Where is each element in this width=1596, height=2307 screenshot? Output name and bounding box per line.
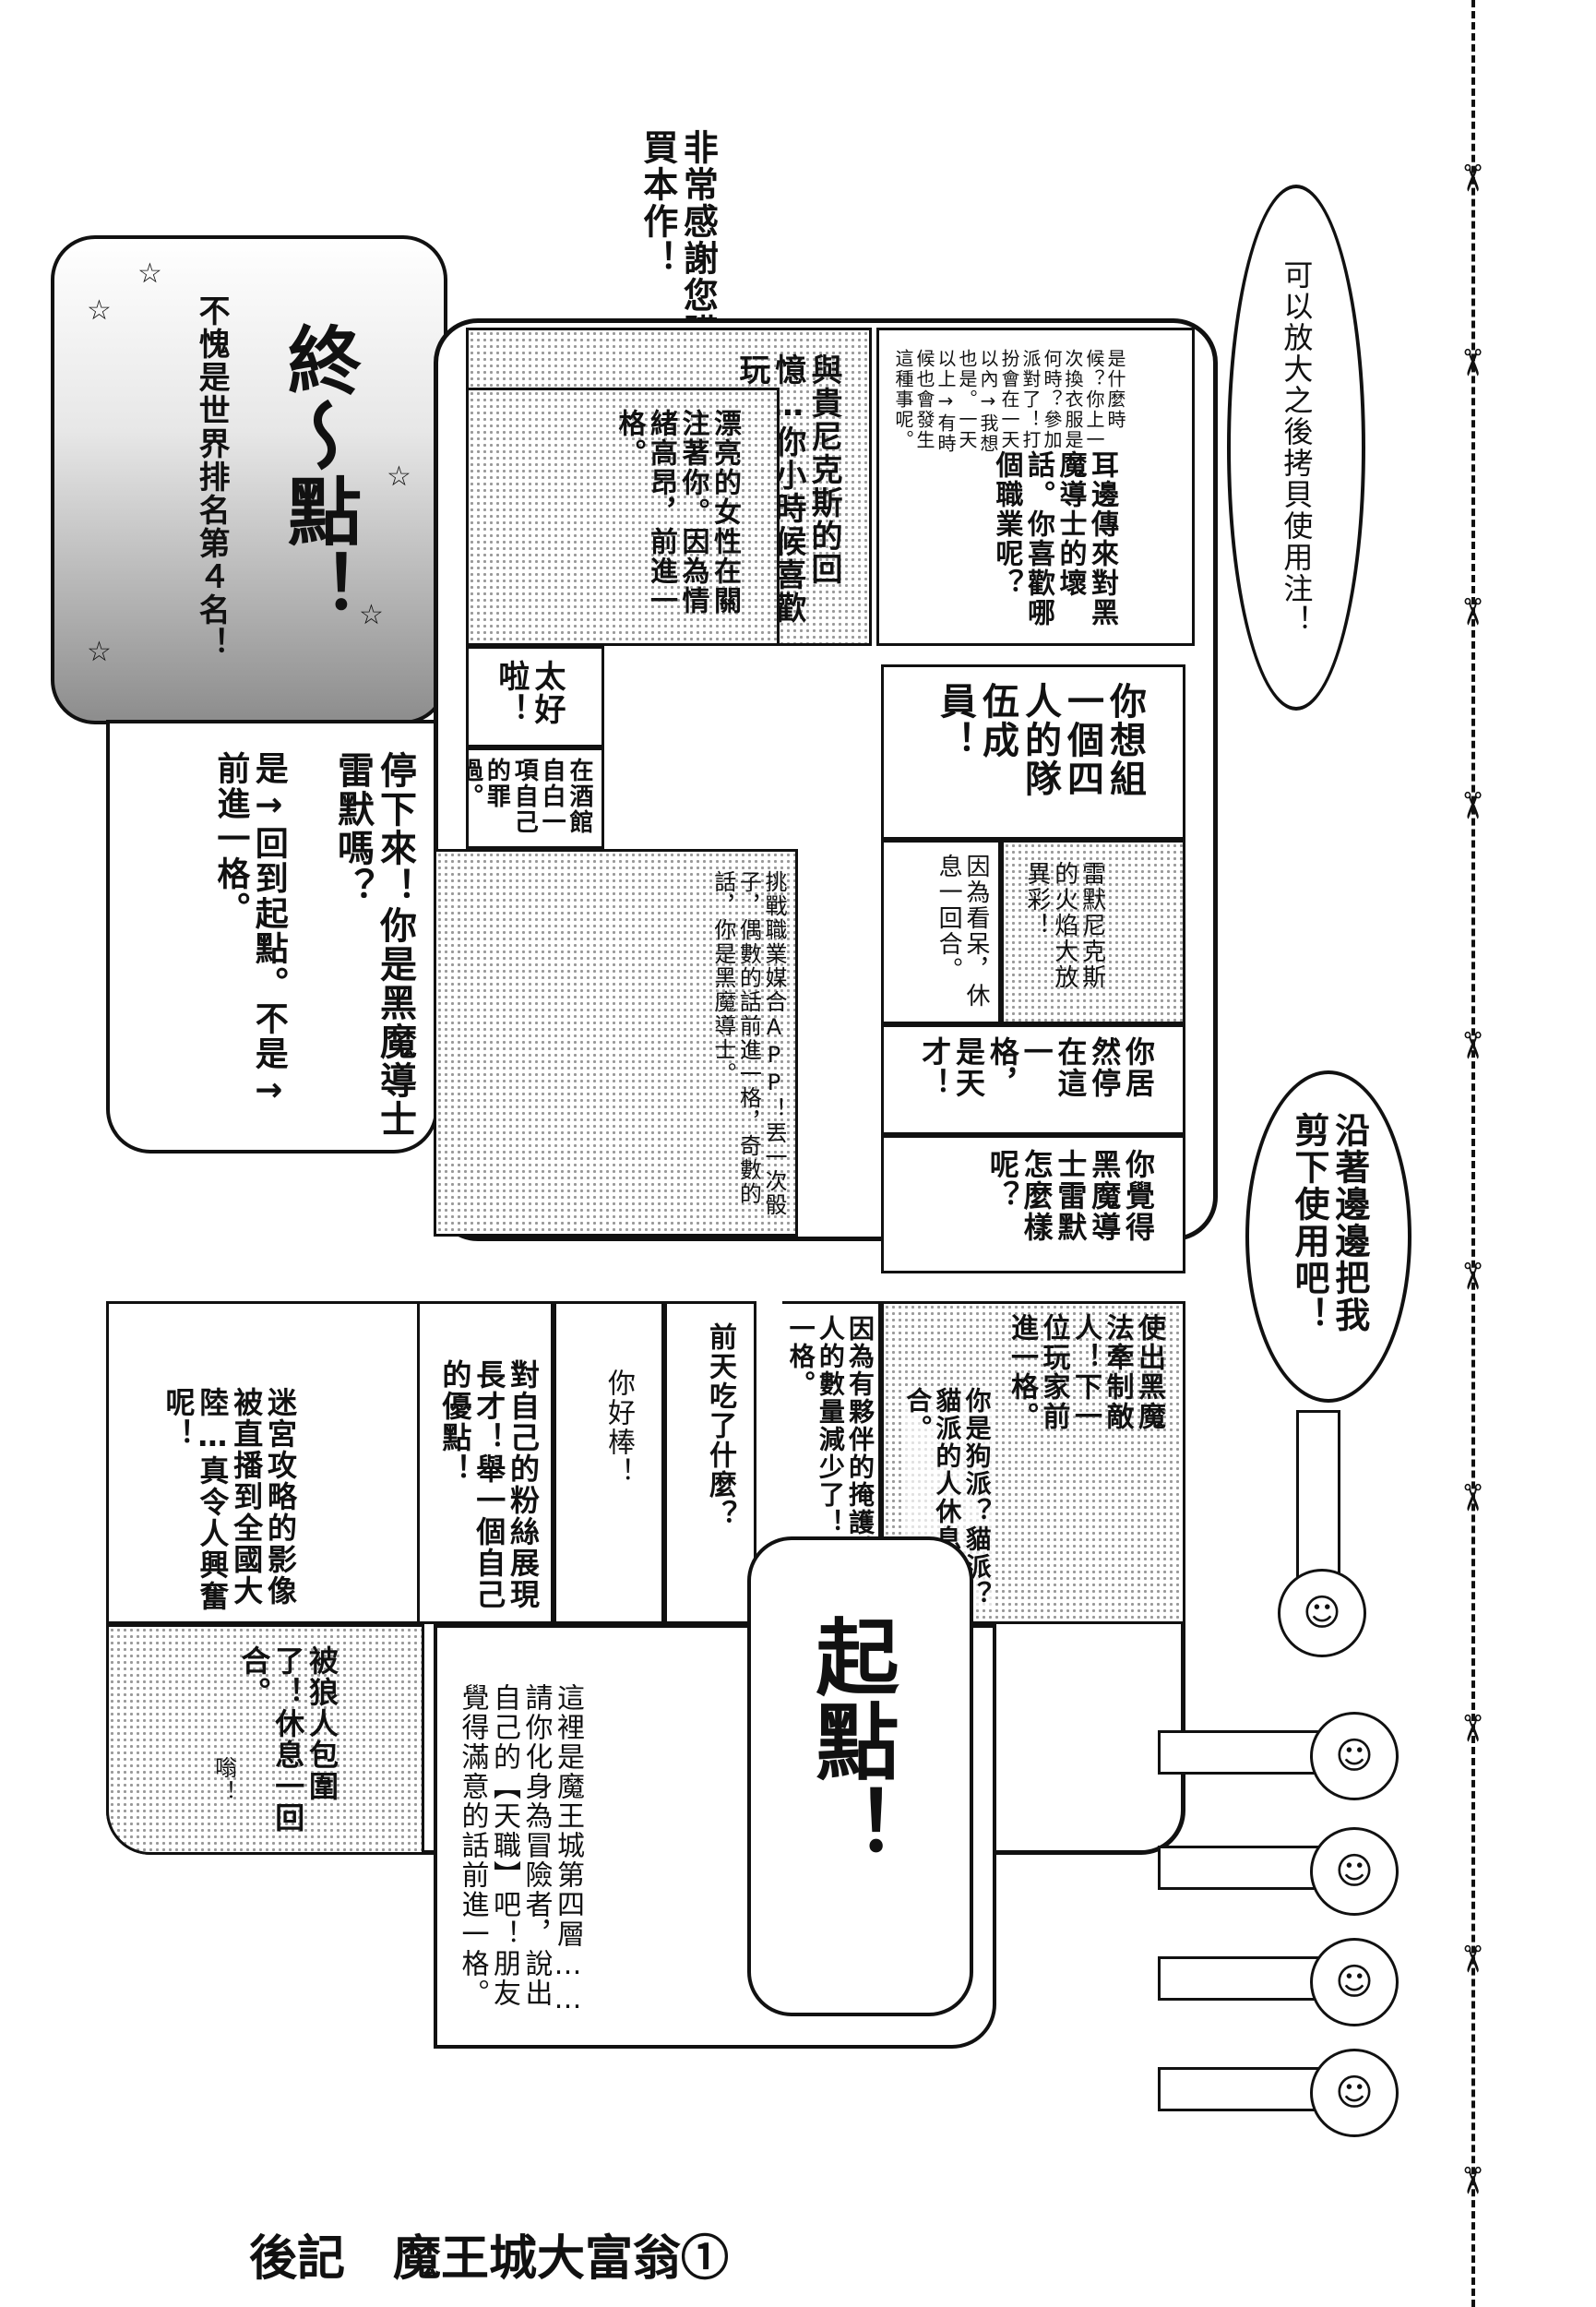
cell-app-text: 挑戰職業媒合APP！丟一次骰子，偶數的話前進一格，奇數的話，你是黑魔導士。 bbox=[709, 870, 787, 1217]
cell-great-text: 太好啦！ bbox=[492, 660, 566, 726]
scissors-icon: ✂ bbox=[1449, 1261, 1493, 1292]
stop-box: 停下來！你是黑魔導士雷默嗎？ 是→回到起點。不是→前進一格。 bbox=[106, 720, 438, 1154]
cell-rest-text: 因為看呆，休息一回合。 bbox=[935, 854, 990, 1009]
cell-maze: 迷宮攻略的影像被直播到全國大陸…真令人興奮呢！ bbox=[106, 1301, 420, 1624]
scissors-icon: ✂ bbox=[1449, 347, 1493, 378]
cutout-piece-2[interactable] bbox=[1158, 1730, 1324, 1775]
goal-text: 不愧是世界排名第４名！ bbox=[193, 294, 231, 660]
start-title-box: 起點！ bbox=[747, 1536, 973, 2016]
stop-text: 是→回到起點。不是→前進一格。 bbox=[211, 751, 288, 1111]
cell-werewolf-text: 被狼人包圍了！休息一回合。 bbox=[236, 1645, 339, 1834]
cut-line bbox=[1471, 0, 1475, 2307]
scissors-icon: ✂ bbox=[1449, 1713, 1493, 1744]
scissors-icon: ✂ bbox=[1449, 1030, 1493, 1061]
character-face-3: ☺ bbox=[1310, 1827, 1399, 1916]
character-face-4: ☺ bbox=[1310, 1938, 1399, 2026]
star-icon: ☆ bbox=[137, 257, 162, 290]
cell-werewolf-sfx: 嗡！ bbox=[210, 1756, 237, 1804]
hint-cut-text: 沿著邊邊把我剪下使用吧！ bbox=[1289, 1112, 1370, 1333]
cell-genius-text: 你居然停在這一格，是天才！ bbox=[917, 1036, 1156, 1099]
hint-enlarge-bubble: 可以放大之後拷貝使用注！ bbox=[1227, 185, 1365, 711]
cell-rest: 因為看呆，休息一回合。 bbox=[881, 840, 1001, 1024]
cell-beauty-text: 漂亮的女性在關注著你。因為情緒高昂，前進一格。 bbox=[613, 409, 742, 616]
cell-praise-text: 對自己的粉絲展現長才！舉一個自己的優點！ bbox=[437, 1359, 541, 1610]
character-face-2: ☺ bbox=[1310, 1712, 1399, 1800]
character-face-1: ☺ bbox=[1278, 1569, 1366, 1657]
cell-team: 你想組一個四人的隊伍成員！ bbox=[881, 664, 1185, 840]
star-icon: ☆ bbox=[387, 460, 411, 493]
cell-team-text: 你想組一個四人的隊伍成員！ bbox=[934, 682, 1146, 798]
character-face-5: ☺ bbox=[1310, 2049, 1399, 2137]
hint-cut-bubble: 沿著邊邊把我剪下使用吧！ bbox=[1245, 1070, 1411, 1403]
scissors-icon: ✂ bbox=[1449, 790, 1493, 821]
cell-yesterday-text: 前天吃了什麼？ bbox=[704, 1322, 736, 1529]
cell-remo-text: 你覺得黑魔導士雷默怎麼樣呢？ bbox=[984, 1149, 1156, 1243]
cell-genius: 你居然停在這一格，是天才！ bbox=[881, 1024, 1185, 1135]
star-icon: ☆ bbox=[87, 294, 112, 327]
goal-title: 終～點！ bbox=[276, 322, 362, 625]
cell-great: 太好啦！ bbox=[466, 646, 604, 747]
cell-rumor: 耳邊傳來對黑魔導士的壞話。你喜歡哪個職業呢？ 是什麼時候？你上一次換衣服是何時？… bbox=[876, 328, 1195, 646]
scissors-icon: ✂ bbox=[1449, 2165, 1493, 2196]
cell-confess: 在酒館自白一項自己的罪過。 bbox=[466, 747, 604, 849]
cell-rumor-small: 是什麼時候？你上一次換衣服是何時？參加派對了！打扮會在一天以內→我想也是。一天以… bbox=[892, 349, 1126, 454]
cell-maze-text: 迷宮攻略的影像被直播到全國大陸…真令人興奮呢！ bbox=[161, 1387, 298, 1612]
cell-confess-text: 在酒館自白一項自己的罪過。 bbox=[466, 758, 593, 835]
cell-app: 挑戰職業媒合APP！丟一次骰子，偶數的話前進一格，奇數的話，你是黑魔導士。 bbox=[434, 849, 798, 1237]
cutout-piece-3[interactable] bbox=[1158, 1846, 1324, 1890]
cell-fire-text: 雷默尼克斯的火焰大放異彩！ bbox=[1022, 861, 1106, 990]
scissors-icon: ✂ bbox=[1449, 162, 1493, 194]
star-icon: ☆ bbox=[359, 599, 384, 631]
cell-beauty: 漂亮的女性在關注著你。因為情緒高昂，前進一格。 bbox=[466, 388, 780, 646]
cell-black-magic-text: 使出黑魔法牽制敵人！下一位玩家前進一格。 bbox=[1006, 1313, 1165, 1431]
start-title: 起點！ bbox=[801, 1614, 899, 1869]
cutout-piece-4[interactable] bbox=[1158, 1956, 1324, 2001]
footer-title: 後記 魔王城大富翁① bbox=[249, 2230, 730, 2287]
cell-praise: 對自己的粉絲展現長才！舉一個自己的優點！ bbox=[397, 1301, 554, 1624]
cell-werewolf: 被狼人包圍了！休息一回合。 嗡！ bbox=[106, 1624, 424, 1855]
cell-remo: 你覺得黑魔導士雷默怎麼樣呢？ bbox=[881, 1135, 1185, 1273]
cell-rumor-text: 耳邊傳來對黑魔導士的壞話。你喜歡哪個職業呢？ bbox=[990, 450, 1119, 628]
cell-yesterday-real bbox=[756, 1301, 782, 1327]
cell-yesterday-cell: 前天吃了什麼？ bbox=[664, 1301, 756, 1624]
scissors-icon: ✂ bbox=[1449, 596, 1493, 628]
cell-nice-text: 你好棒！ bbox=[602, 1369, 635, 1487]
cell-nice: 你好棒！ bbox=[554, 1301, 664, 1624]
stop-title: 停下來！你是黑魔導士雷默嗎？ bbox=[331, 751, 416, 1139]
cutout-piece-1[interactable] bbox=[1296, 1410, 1340, 1585]
cutout-piece-5[interactable] bbox=[1158, 2067, 1324, 2111]
scissors-icon: ✂ bbox=[1449, 1943, 1493, 1975]
start-text: 這裡是魔王城第四層……請你化身為冒險者，說出自己的【天職】吧！朋友覺得滿意的話前… bbox=[456, 1683, 585, 2017]
star-icon: ☆ bbox=[87, 636, 112, 668]
hint-enlarge-text: 可以放大之後拷貝使用注！ bbox=[1279, 259, 1315, 636]
thanks-text: 非常感謝您購買本作！ bbox=[637, 129, 719, 351]
cell-fire: 雷默尼克斯的火焰大放異彩！ bbox=[1001, 840, 1185, 1024]
scissors-icon: ✂ bbox=[1449, 1482, 1493, 1513]
goal-box: ☆ ☆ ☆ ☆ ☆ 終～點！ 不愧是世界排名第４名！ bbox=[51, 235, 447, 724]
